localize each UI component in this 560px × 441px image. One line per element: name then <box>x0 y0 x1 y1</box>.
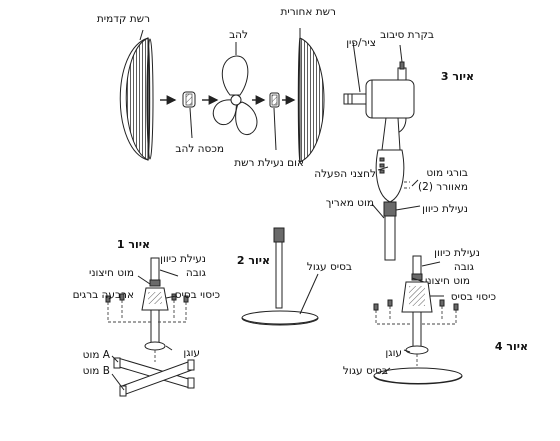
front-grill <box>119 37 154 161</box>
label-anchor-1: עוגן <box>183 347 200 359</box>
label-grill-nut: אום נעילת רשת <box>234 157 304 169</box>
leader-base-cover-1 <box>165 295 177 299</box>
figure-1: איור 1 נ <box>73 238 220 397</box>
rod <box>275 241 283 309</box>
label-base-cover-1: כיסוי בסיס <box>175 289 220 301</box>
label-four-screws: ארבעה ברגים <box>73 289 134 301</box>
fan-body <box>375 117 410 261</box>
figure-4: איור 4 נעילת כיוון גובה מוט חיצוני כיסוי… <box>343 247 528 385</box>
label-blade-cap: מכסה להב <box>175 143 224 155</box>
label-height-1: גובה <box>186 267 207 279</box>
leader-front-grill <box>139 29 144 41</box>
leader-blade-cap <box>189 107 193 139</box>
label-height-lock-top: נעילת כיוון <box>422 203 468 215</box>
leader-height-lock-1 <box>159 269 179 277</box>
label-height-4: גובה <box>454 261 475 273</box>
leader-shaft-pin <box>352 41 361 93</box>
label-figure-4: איור 4 <box>495 340 528 353</box>
label-rear-grill: רשת אחורית <box>280 6 336 18</box>
leader-rod-a <box>111 355 119 363</box>
rod-cap <box>273 227 285 243</box>
leader-ext-rod <box>371 203 385 219</box>
blade-cap <box>182 91 196 108</box>
label-figure-2: איור 2 <box>237 254 270 267</box>
leader-grill-nut <box>273 107 277 151</box>
label-blade: להב <box>229 29 248 41</box>
round-base <box>241 310 319 326</box>
outer-rod <box>150 257 160 281</box>
screw <box>183 295 189 303</box>
leader-round-base-4 <box>381 367 391 375</box>
rear-grill <box>297 37 325 163</box>
anchor <box>144 341 166 351</box>
label-anchor-4: עוגן <box>385 347 402 359</box>
label-motor-screws: בורגי מוט <box>426 167 468 179</box>
cross-base <box>113 357 195 397</box>
label-outer-rod-4: מוט חיצוני <box>425 275 470 287</box>
label-height-lock-1: נעילת כיוון <box>160 253 206 265</box>
figure-2: איור 2 בסיס עגול <box>237 227 352 326</box>
label-shaft-pin: ציר/פין <box>346 37 376 49</box>
leader-fan-screws <box>411 179 419 187</box>
anchor-4 <box>405 345 429 355</box>
label-figure-3: איור 3 <box>441 70 474 83</box>
blade <box>212 55 258 136</box>
screw <box>373 303 379 311</box>
leader-height-lock <box>395 205 421 211</box>
leader-outer-rod-1 <box>137 275 151 285</box>
leader-height-lock-4 <box>421 261 441 267</box>
label-fan-screws: מאוורר (2) <box>418 181 468 193</box>
figure-3: רשת קדמית להב רשת אחורית בקרת סיבוב ציר/… <box>97 6 474 261</box>
label-height-lock-4: נעילת כיוון <box>434 247 480 259</box>
label-round-base-4: בסיס עגול <box>343 365 388 377</box>
leader-outer-rod-4 <box>411 277 425 283</box>
label-round-base-2: בסיס עגול <box>307 261 352 273</box>
grill-nut <box>269 92 280 108</box>
label-rod-b: מוט B <box>83 365 110 377</box>
leader-anchor-1 <box>165 345 173 351</box>
screw <box>453 303 459 311</box>
height-lock <box>149 279 161 287</box>
label-front-grill: רשת קדמית <box>97 13 150 25</box>
label-figure-1: איור 1 <box>117 238 150 251</box>
leader-rotation-knob <box>399 44 403 63</box>
screw <box>439 299 445 307</box>
leader-round-base-2 <box>299 273 319 315</box>
screw <box>387 299 393 307</box>
label-outer-rod-1: מוט חיצוני <box>89 267 134 279</box>
label-buttons: לחצני הפעלה <box>314 168 376 180</box>
leader-rod-b <box>111 373 125 391</box>
label-ext-rod: מוט מאריך <box>326 197 374 209</box>
screw <box>119 293 125 301</box>
label-rotation-knob: בקרת סיבוב <box>380 29 434 41</box>
label-rod-a: מוט A <box>83 349 111 361</box>
leader-buttons <box>377 166 389 171</box>
screw <box>105 295 111 303</box>
label-base-cover-4: כיסוי בסיס <box>451 291 496 303</box>
motor-housing <box>343 61 415 135</box>
leader-anchor-4 <box>403 349 411 353</box>
